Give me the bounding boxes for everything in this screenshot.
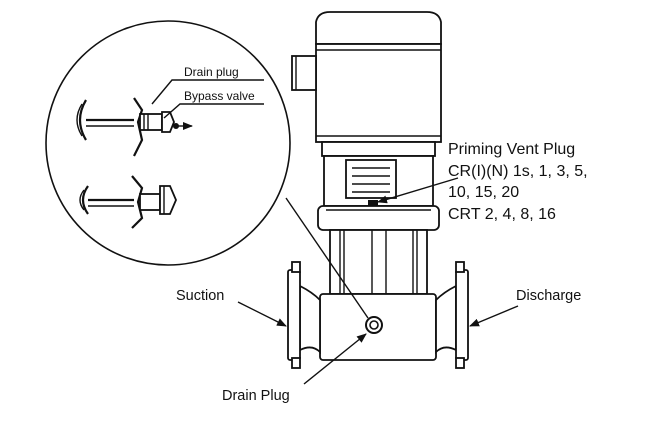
pump-head <box>317 205 440 231</box>
label-priming-models-2: 10, 15, 20 <box>448 184 519 201</box>
label-drain-plug: Drain Plug <box>222 388 290 404</box>
motor-stool <box>321 141 436 207</box>
arrow-drain-plug <box>303 333 367 385</box>
label-bypass-valve: Bypass valve <box>184 89 255 103</box>
suction-port <box>287 261 321 369</box>
detail-upper-assembly <box>76 97 179 157</box>
label-drain-plug-detail: Drain plug <box>184 65 239 79</box>
motor <box>291 11 442 143</box>
label-suction: Suction <box>176 288 224 304</box>
discharge-port <box>435 261 469 369</box>
leader-bypass-valve <box>163 103 264 119</box>
label-priming-models-3: CRT 2, 4, 8, 16 <box>448 206 556 223</box>
label-discharge: Discharge <box>516 288 581 304</box>
detail-view: Drain plug Bypass valve <box>45 20 291 266</box>
label-priming-models-1: CR(I)(N) 1s, 1, 3, 5, <box>448 163 588 180</box>
pump-base <box>319 293 437 361</box>
arrow-suction <box>237 301 287 327</box>
detail-lower-assembly <box>79 175 177 229</box>
leader-drain-plug-detail <box>151 79 264 105</box>
arrow-discharge <box>469 305 519 327</box>
label-priming-vent-plug: Priming Vent Plug <box>448 141 575 158</box>
leader-detail-to-plug <box>285 197 369 319</box>
leader-priming-vent <box>377 177 459 204</box>
pump-sleeve <box>329 229 428 295</box>
